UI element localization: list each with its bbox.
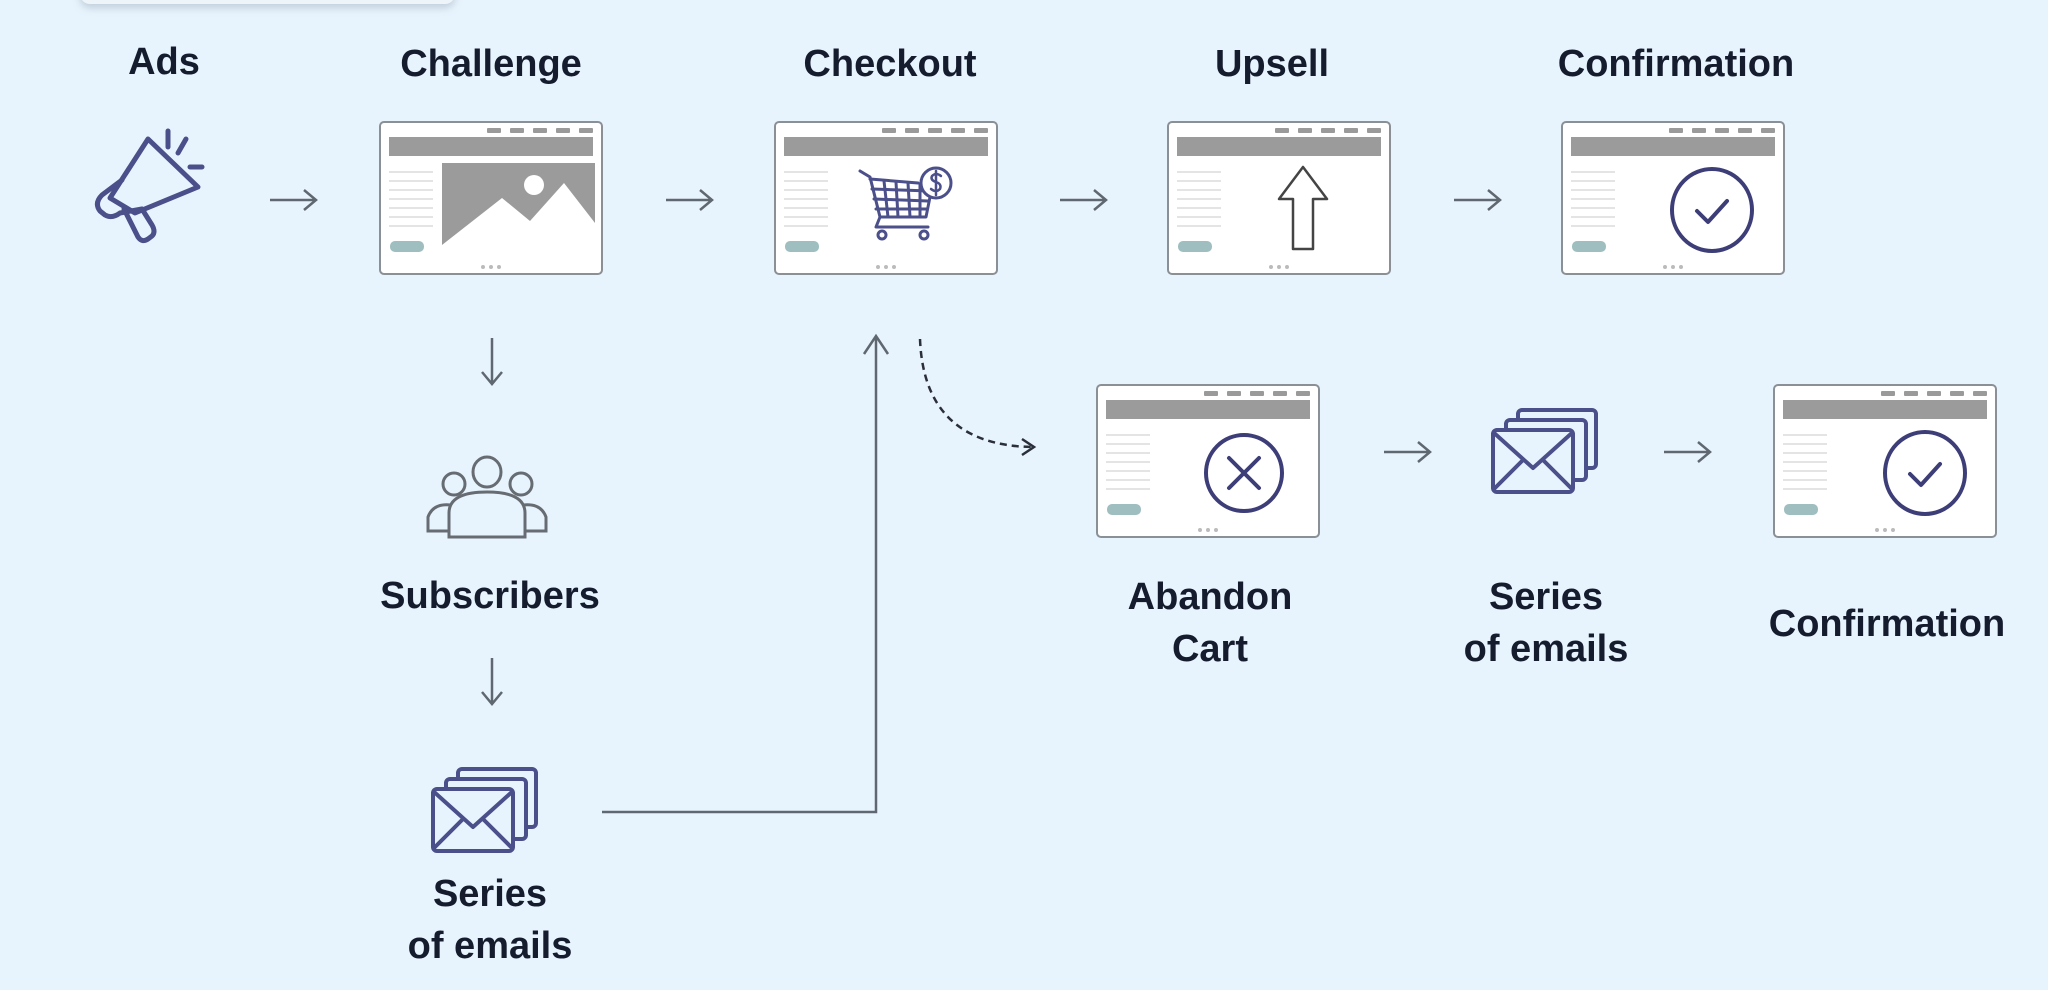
node-label-checkout: Checkout xyxy=(803,43,977,85)
arrow-right-icon xyxy=(1384,441,1432,463)
node-label-challenge: Challenge xyxy=(400,43,582,85)
check-circle-icon xyxy=(1882,430,1987,522)
arrow-right-icon xyxy=(666,189,714,211)
node-label-confirmation-bottom: Confirmation xyxy=(1768,603,2006,645)
shopping-cart-dollar-icon xyxy=(858,165,988,259)
connector-emails-to-checkout xyxy=(602,333,890,814)
page-card-abandon-cart xyxy=(1096,384,1320,538)
check-circle-icon xyxy=(1669,167,1775,259)
x-circle-icon xyxy=(1203,432,1310,522)
node-label-series-emails-right-line2: of emails xyxy=(1463,628,1629,670)
dashed-arrow-to-abandon-cart xyxy=(918,338,1037,457)
arrow-down-icon xyxy=(481,658,503,706)
arrow-right-icon xyxy=(1664,441,1712,463)
megaphone-icon xyxy=(90,125,210,250)
arrow-right-icon xyxy=(1060,189,1108,211)
page-card-confirmation-bottom xyxy=(1773,384,1997,538)
arrow-right-icon xyxy=(1454,189,1502,211)
node-label-subscribers: Subscribers xyxy=(380,575,600,617)
node-label-ads: Ads xyxy=(128,41,200,83)
users-group-icon xyxy=(425,455,550,540)
page-card-challenge xyxy=(379,121,603,275)
node-label-abandon-cart-line2: Cart xyxy=(1171,628,1249,670)
arrow-down-icon xyxy=(481,338,503,386)
node-label-series-emails-left-line1: Series xyxy=(432,873,548,915)
page-card-checkout xyxy=(774,121,998,275)
node-label-series-emails-right-line1: Series xyxy=(1488,576,1604,618)
page-card-confirmation xyxy=(1561,121,1785,275)
node-label-abandon-cart-line1: Abandon xyxy=(1127,576,1293,618)
stacked-envelopes-icon xyxy=(430,765,545,855)
node-label-confirmation: Confirmation xyxy=(1557,43,1795,85)
arrow-right-icon xyxy=(270,189,318,211)
image-landscape-icon xyxy=(442,163,595,245)
stacked-envelopes-icon xyxy=(1490,406,1605,496)
node-label-series-emails-left-line2: of emails xyxy=(407,925,573,967)
top-panel-edge xyxy=(80,0,455,4)
page-card-upsell xyxy=(1167,121,1391,275)
node-label-upsell: Upsell xyxy=(1214,43,1330,85)
up-arrow-icon xyxy=(1277,165,1381,259)
